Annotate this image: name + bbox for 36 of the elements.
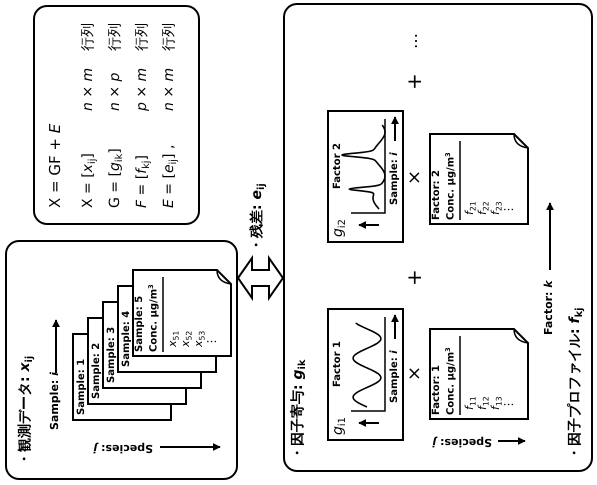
matrix-term: 行列	[161, 23, 178, 51]
matrix-size: n × m	[80, 68, 96, 111]
data-sheet	[132, 269, 232, 357]
matrix-term: 行列	[134, 23, 150, 51]
data-sheet	[429, 133, 529, 225]
sheet-header: Factor: 1	[431, 365, 442, 415]
sheet-header: Sample: 3	[106, 326, 118, 383]
chart-title: Factor 1	[332, 341, 344, 387]
sheet-header: Sample: 5	[134, 296, 146, 352]
sheet-header: Sample: 2	[91, 342, 102, 399]
chart-title: Factor 2	[332, 143, 344, 189]
matrix-size: n × p	[107, 72, 124, 111]
ellipsis: …	[402, 33, 421, 49]
data-sheet	[429, 328, 529, 420]
operator: ×	[404, 170, 425, 185]
rounded-panel	[283, 3, 593, 472]
equation: X = GF + E	[47, 124, 64, 208]
axis-label: Sample: i	[389, 152, 400, 205]
matrix-term: 行列	[80, 23, 96, 51]
operator: +	[402, 269, 426, 286]
matrix-term: 行列	[107, 23, 124, 51]
sheet-header: Sample: 1	[76, 358, 88, 415]
rounded-panel	[5, 240, 238, 480]
matrix-size: p × m	[134, 68, 150, 111]
axis-label: Sample: i	[389, 350, 400, 403]
double-arrow	[236, 254, 284, 302]
axis-label: Species: j	[93, 442, 153, 455]
sheet-header: Sample: 4	[121, 310, 132, 367]
sheet-header: Factor: 2	[431, 170, 442, 220]
matrix-size: n × m	[161, 68, 178, 111]
operator: +	[402, 73, 426, 90]
axis-label: Factor: k	[542, 280, 555, 335]
operator: ×	[404, 366, 425, 381]
axis-label: Species: j	[432, 436, 492, 449]
axis-label: Sample: i	[48, 372, 61, 430]
rounded-panel	[33, 5, 200, 225]
